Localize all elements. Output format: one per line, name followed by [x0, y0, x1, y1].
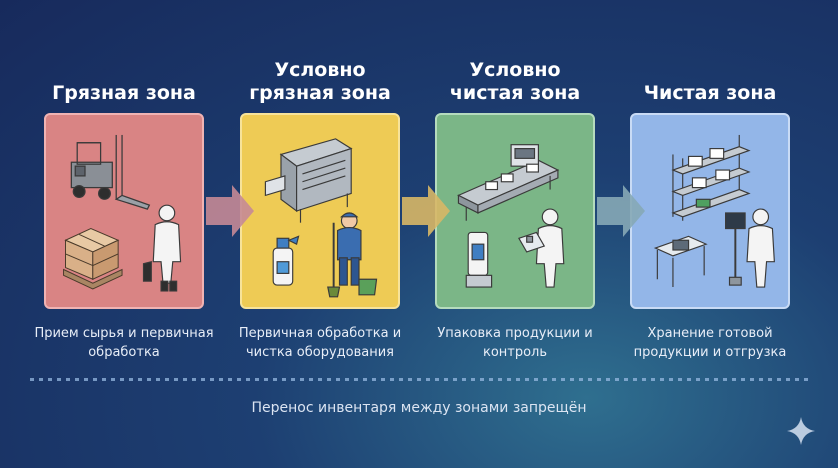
arrow-right-icon — [597, 185, 645, 237]
computer-terminal-icon — [725, 208, 775, 288]
zone-title-conditionally-clean: Условно чистая зона — [449, 59, 581, 104]
zone-title-clean: Чистая зона — [643, 82, 777, 104]
zone-card-conditionally-clean — [435, 113, 595, 309]
arrow-right-icon — [402, 185, 450, 237]
forklift-icon — [70, 134, 151, 210]
zone-title-conditionally-dirty: Условно грязная зона — [249, 59, 391, 104]
dotted-divider — [30, 378, 810, 381]
zone-description-conditionally-clean: Упаковка продукции и контроль — [437, 326, 593, 360]
zone-description-clean: Хранение готовой продукции и отгрузка — [633, 326, 787, 360]
pallet-boxes-icon — [63, 228, 123, 290]
inspector-icon — [518, 208, 565, 288]
zone-card-conditionally-dirty — [240, 113, 400, 309]
zone-card-dirty — [44, 113, 204, 309]
shelving-icon — [671, 134, 751, 221]
table-icon — [653, 235, 708, 288]
spray-bottle-icon — [272, 235, 300, 286]
sparkle-icon — [787, 417, 815, 445]
conveyor-icon — [457, 144, 560, 221]
worker-icon — [142, 204, 182, 292]
washing-machine-icon — [264, 138, 353, 223]
zone-description-dirty: Прием сырья и первичная обработка — [34, 326, 214, 360]
zone-card-clean — [630, 113, 790, 309]
hand-sanitizer-icon — [465, 231, 493, 288]
footer-note: Перенос инвентаря между зонами запрещён — [251, 400, 587, 416]
arrow-right-icon — [206, 185, 254, 237]
zone-description-conditionally-dirty: Первичная обработка и чистка оборудовани… — [238, 326, 402, 360]
zone-title-dirty: Грязная зона — [52, 82, 196, 104]
cleaner-icon — [327, 212, 378, 298]
